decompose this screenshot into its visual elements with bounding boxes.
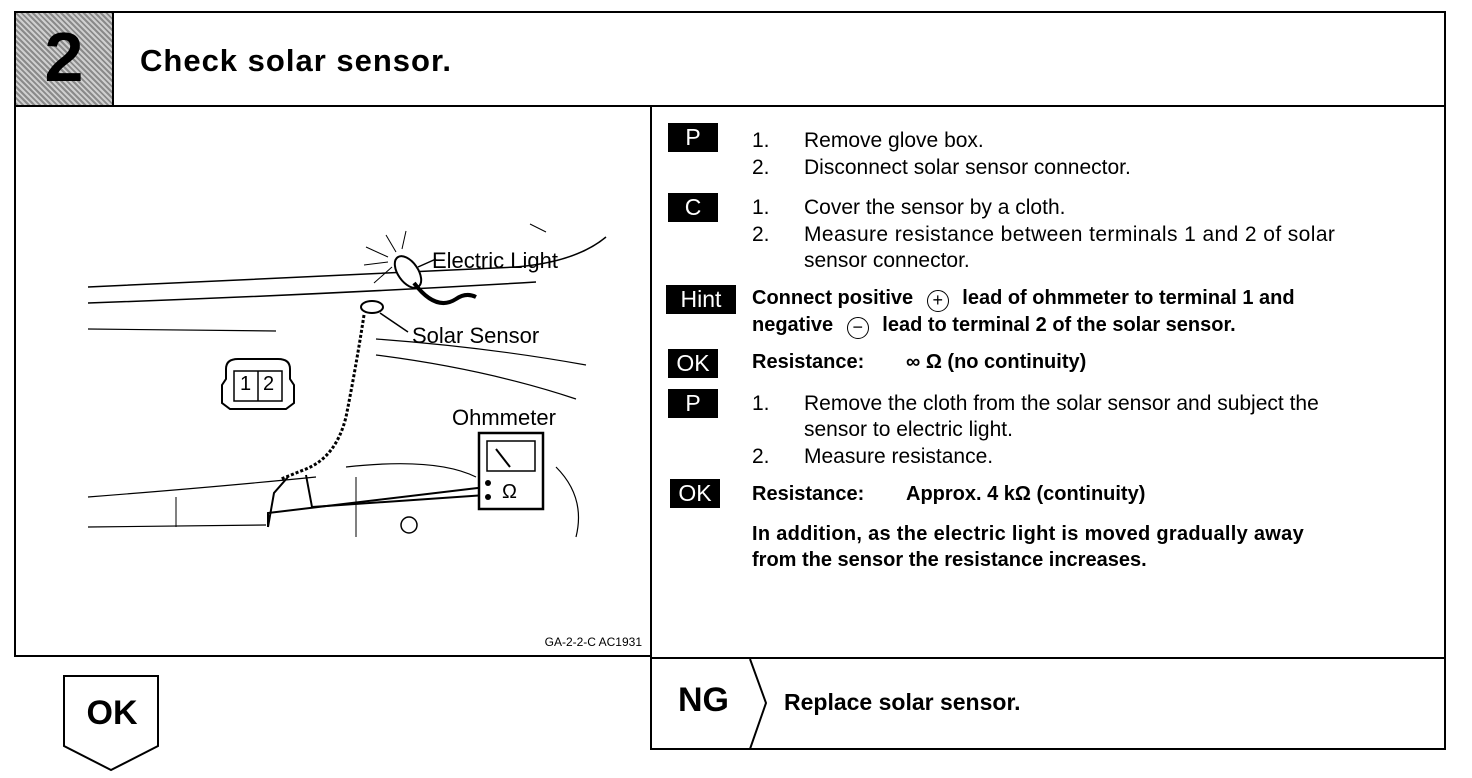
step-number: 2 (44, 18, 84, 96)
ng-action: Replace solar sensor. (784, 689, 1021, 715)
resistance-label: Resistance: (752, 351, 865, 373)
step-number: 1. (752, 392, 770, 415)
instruction-text: Remove the cloth from the solar sensor a… (804, 392, 1319, 415)
minus-circle-icon: − (846, 317, 869, 339)
instruction-text: sensor to electric light. (804, 418, 1013, 441)
note-text: In addition, as the electric light is mo… (752, 523, 1304, 545)
solar-sensor-illustration (87, 223, 607, 538)
ng-divider (749, 659, 768, 749)
ng-label: NG (678, 681, 729, 719)
step-number: 1. (752, 129, 770, 152)
step-header: 2 Check solar sensor. (14, 11, 1446, 107)
step-number: 2. (752, 445, 770, 468)
badge-c: C (668, 193, 718, 222)
instruction-text: sensor connector. (804, 249, 970, 272)
figure-panel: Electric Light Solar Sensor Ohmmeter 1 2… (14, 105, 652, 657)
hint-part: negative (752, 314, 834, 336)
instruction-text: Disconnect solar sensor connector. (804, 156, 1131, 179)
instruction-text: Cover the sensor by a cloth. (804, 196, 1066, 219)
step-number: 1. (752, 196, 770, 219)
badge-ok: OK (670, 479, 720, 508)
ok-label: OK (86, 694, 138, 732)
step-number: 2. (752, 223, 770, 246)
instruction-text: Measure resistance. (804, 445, 994, 468)
hint-part: Connect positive (752, 287, 914, 309)
solar-sensor-label: Solar Sensor (412, 323, 540, 348)
instructions-panel: P 1. Remove glove box. 2. Disconnect sol… (650, 105, 1446, 659)
step-number-box: 2 (16, 13, 114, 105)
ohmmeter-label: Ohmmeter (452, 405, 556, 430)
connector-pin-1: 1 (240, 373, 252, 395)
hint-part: lead of ohmmeter to terminal 1 and (962, 287, 1295, 309)
instruction-text: Remove glove box. (804, 129, 984, 152)
step-number: 2. (752, 156, 770, 179)
ok-arrow: OK (62, 674, 162, 774)
badge-ok: OK (668, 349, 718, 378)
connector-pin-2: 2 (263, 373, 275, 395)
badge-hint: Hint (666, 285, 736, 314)
ok-arrow-shape (63, 675, 159, 772)
plus-circle-icon: + (926, 290, 949, 312)
resistance-value: Approx. 4 kΩ (continuity) (906, 483, 1146, 505)
figure-code: GA-2-2-C AC1931 (544, 635, 642, 649)
hint-text-2: negative − lead to terminal 2 of the sol… (752, 314, 1236, 339)
resistance-label: Resistance: (752, 483, 865, 505)
hint-part: lead to terminal 2 of the solar sensor. (882, 314, 1236, 336)
instruction-text: Measure resistance between terminals 1 a… (804, 223, 1336, 246)
badge-p: P (668, 123, 718, 152)
badge-p: P (668, 389, 718, 418)
electric-light-label: Electric Light (432, 248, 558, 273)
hint-text: Connect positive + lead of ohmmeter to t… (752, 287, 1295, 312)
ohm-symbol: Ω (502, 481, 517, 503)
ng-box: NG Replace solar sensor. (650, 657, 1446, 750)
resistance-value: ∞ Ω (no continuity) (906, 351, 1087, 373)
note-text: from the sensor the resistance increases… (752, 549, 1147, 571)
step-title: Check solar sensor. (140, 43, 452, 78)
